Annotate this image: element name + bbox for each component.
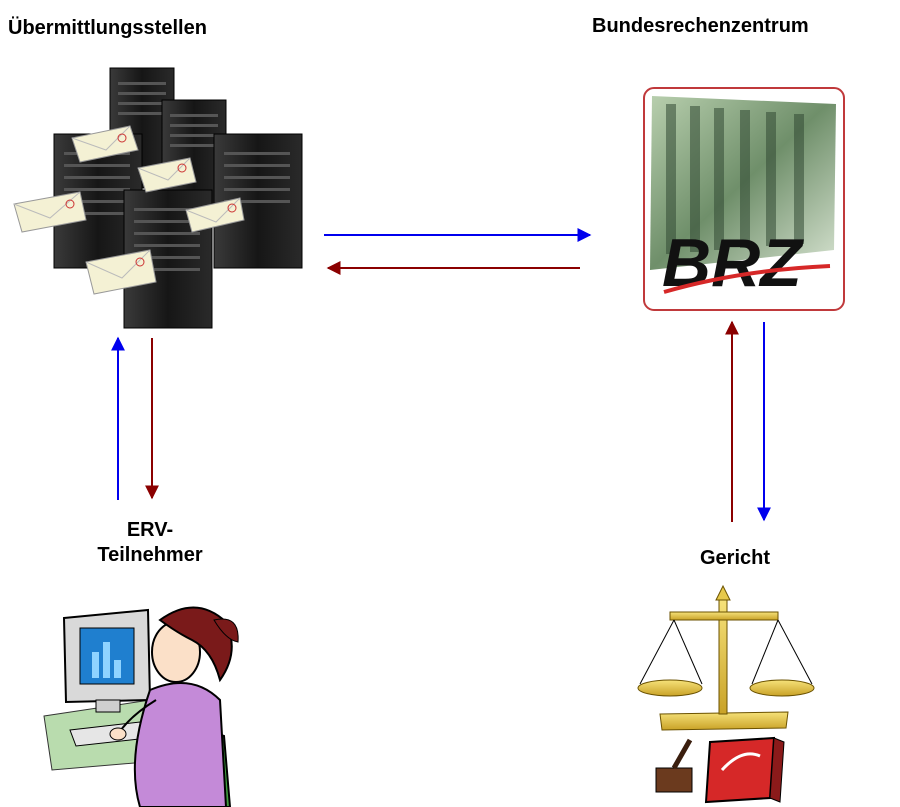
law-book-icon	[704, 736, 785, 804]
label-gericht: Gericht	[699, 547, 771, 569]
label-bundesrechenzentrum: Bundesrechenzentrum	[592, 15, 809, 37]
server-rack-icon	[13, 67, 303, 329]
label-erv-line2: Teilnehmer	[97, 544, 203, 566]
gavel-icon	[655, 738, 693, 793]
brz-logo-text: BRZ	[662, 225, 804, 301]
label-erv-teilnehmer: ERV- Teilnehmer	[60, 518, 240, 568]
envelope-icon	[185, 197, 245, 233]
label-uebermittlungsstellen: Übermittlungsstellen	[8, 17, 207, 39]
label-erv-line1: ERV-	[126, 519, 174, 541]
person-at-computer-icon	[43, 606, 239, 807]
envelope-icon	[71, 125, 139, 163]
brz-logo-icon: BRZ	[643, 87, 845, 311]
envelope-icon	[13, 191, 87, 233]
envelope-icon	[85, 249, 157, 295]
envelope-icon	[137, 157, 197, 193]
scales-of-justice-icon	[637, 584, 815, 731]
